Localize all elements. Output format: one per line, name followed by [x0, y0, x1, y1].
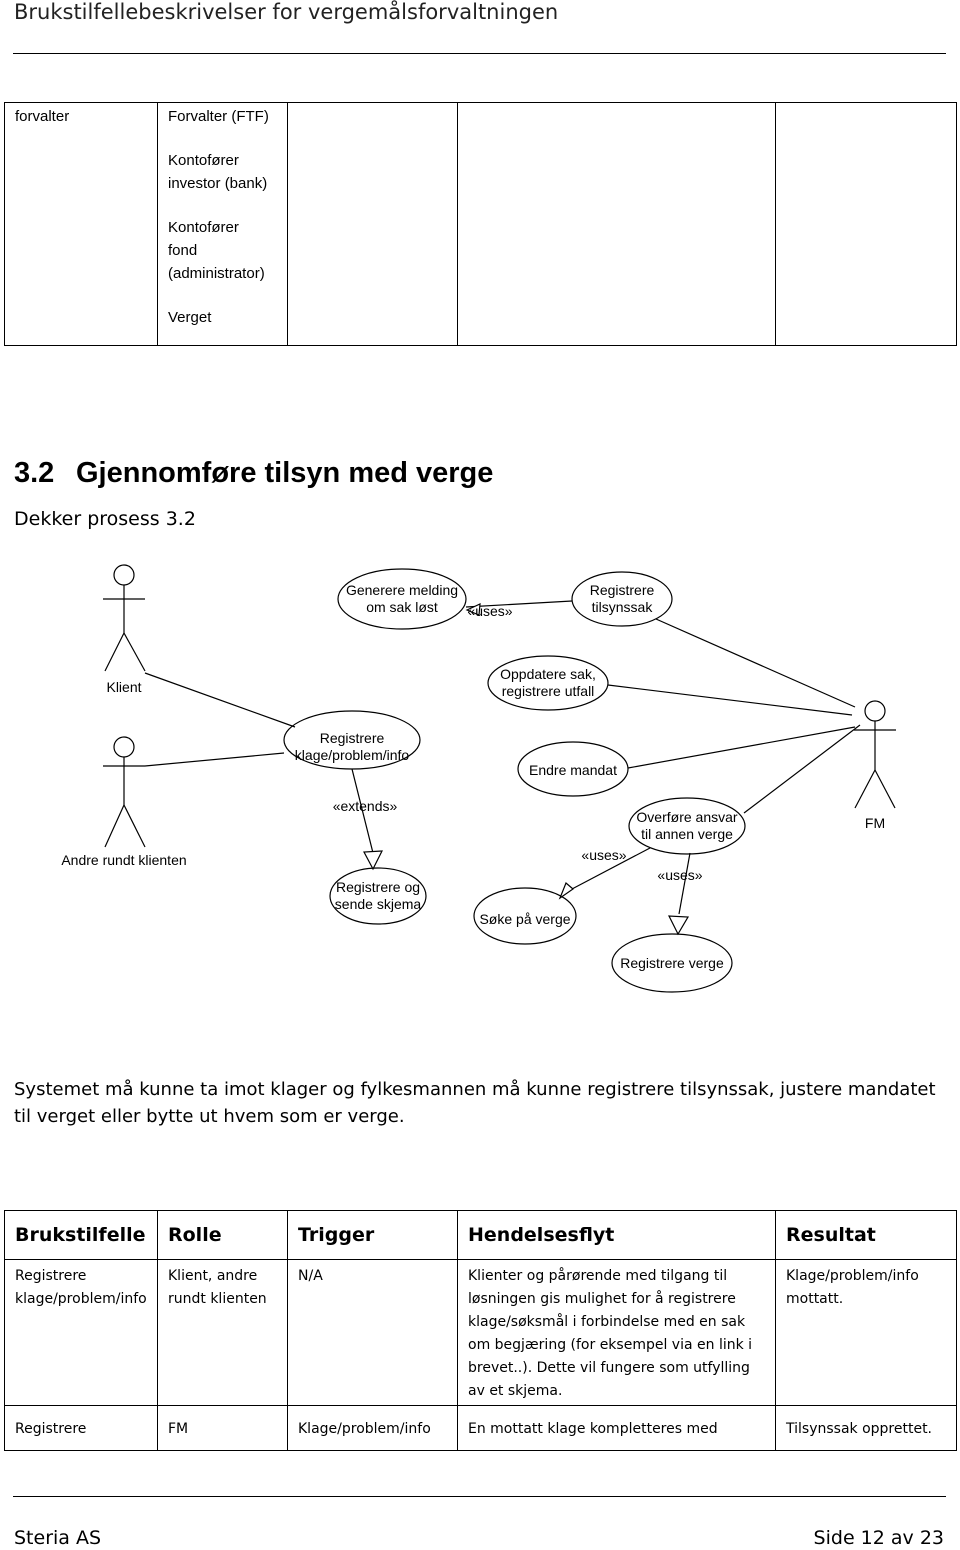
- usecase-skjema-line2: sende skjema: [335, 896, 422, 912]
- column-header: Resultat: [775, 1210, 957, 1260]
- body-paragraph: Systemet må kunne ta imot klager og fylk…: [14, 1079, 936, 1127]
- usecase-endre-ellipse: [517, 741, 629, 797]
- footer-divider: [13, 1496, 946, 1497]
- role-label: forvalter: [15, 108, 70, 125]
- table-cell: Tilsynssak opprettet.: [775, 1405, 957, 1451]
- table-cell: Klient, andre rundt klienten: [157, 1259, 288, 1406]
- table-cell: FM: [157, 1405, 288, 1451]
- actor-line: Kontofører: [168, 219, 239, 236]
- usecase-soke-label: Søke på verge: [479, 911, 570, 927]
- column-header: Trigger: [287, 1210, 458, 1260]
- section-number: 3.2: [14, 457, 55, 489]
- actor-andre-label: Andre rundt klienten: [61, 852, 186, 868]
- usecase-overfore-line2: til annen verge: [641, 826, 733, 842]
- actor-klient-figure: [103, 564, 146, 672]
- table-cell: Klienter og pårørende med tilgang til lø…: [457, 1259, 776, 1406]
- table-cell: Forvalter (FTF) Kontofører investor (ban…: [157, 102, 288, 346]
- table-cell: [287, 102, 458, 346]
- actor-fm-figure: [854, 700, 896, 809]
- stereotype-extends: «extends»: [333, 798, 398, 814]
- usecase-oppdatere-line2: registrere utfall: [502, 683, 595, 699]
- usecase-soke-ellipse: [473, 887, 577, 945]
- use-case-diagram: Klient Andre rundt klienten FM Generere …: [61, 564, 896, 993]
- table-cell: Registrere klage/problem/info: [4, 1259, 158, 1406]
- table-cell: En mottatt klage kompletteres med: [457, 1405, 776, 1451]
- usecase-klage-line2: klage/problem/info: [295, 747, 410, 763]
- usecase-regverge-label: Registrere verge: [620, 955, 724, 971]
- usecase-endre-label: Endre mandat: [529, 762, 617, 778]
- usecase-regverge-ellipse: [611, 933, 733, 993]
- usecase-generere-ellipse: [337, 568, 467, 630]
- section-heading: 3.2 Gjennomføre tilsyn med verge: [14, 457, 493, 490]
- table-cell: N/A: [287, 1259, 458, 1406]
- usecase-oppdatere-line1: Oppdatere sak,: [500, 666, 596, 682]
- usecase-overfore-line1: Overføre ansvar: [636, 809, 737, 825]
- table-cell: forvalter: [4, 102, 158, 346]
- column-header: Brukstilfelle: [4, 1210, 158, 1260]
- actor-line: Forvalter (FTF): [168, 108, 269, 125]
- usecase-tilsyn-line2: tilsynssak: [592, 599, 654, 615]
- table-row: Registrere klage/problem/info Klient, an…: [4, 1259, 957, 1406]
- header-divider: [13, 53, 946, 54]
- usecase-klage-line1: Registrere: [320, 730, 385, 746]
- table-cell: Registrere: [4, 1405, 158, 1451]
- column-header: Hendelsesflyt: [457, 1210, 776, 1260]
- actor-line: (administrator): [168, 265, 265, 282]
- actor-klient-label: Klient: [106, 679, 141, 695]
- usecase-skjema-ellipse: [329, 867, 427, 925]
- actor-andre-figure: [103, 736, 146, 848]
- usecase-generere-line1: Generere melding: [346, 582, 458, 598]
- actor-line: investor (bank): [168, 175, 268, 192]
- usecase-overfore-ellipse: [628, 797, 746, 855]
- table-cell: Klage/problem/info mottatt.: [775, 1259, 957, 1406]
- footer-page-number: Side 12 av 23: [813, 1527, 944, 1549]
- section-title: Gjennomføre tilsyn med verge: [76, 457, 494, 489]
- table-cell: [775, 102, 957, 346]
- footer-company: Steria AS: [14, 1527, 102, 1549]
- stereotype-uses-1: «uses»: [467, 603, 512, 619]
- column-header: Rolle: [157, 1210, 288, 1260]
- roles-table-continued: forvalter Forvalter (FTF) Kontofører inv…: [4, 102, 957, 346]
- table-cell: Klage/problem/info: [287, 1405, 458, 1451]
- actor-fm-label: FM: [865, 815, 885, 831]
- actor-line: Kontofører: [168, 152, 239, 169]
- actor-line: fond: [168, 242, 198, 259]
- use-case-table: Brukstilfelle Rolle Trigger Hendelsesfly…: [4, 1210, 957, 1451]
- usecase-skjema-line1: Registrere og: [336, 879, 420, 895]
- table-cell: [457, 102, 776, 346]
- table-row: Registrere FM Klage/problem/info En mott…: [4, 1405, 957, 1451]
- section-intro: Dekker prosess 3.2: [14, 508, 196, 530]
- usecase-oppdatere-ellipse: [487, 655, 609, 711]
- table-header-row: Brukstilfelle Rolle Trigger Hendelsesfly…: [4, 1210, 957, 1260]
- stereotype-uses-2: «uses»: [581, 847, 626, 863]
- usecase-tilsyn-line1: Registrere: [590, 582, 655, 598]
- actor-line: Verget: [168, 309, 212, 326]
- usecase-tilsyn-ellipse: [571, 571, 673, 627]
- stereotype-uses-3: «uses»: [657, 867, 702, 883]
- document-header-title: Brukstilfellebeskrivelser for vergemålsf…: [14, 0, 559, 24]
- table-row: forvalter Forvalter (FTF) Kontofører inv…: [4, 102, 957, 346]
- usecase-generere-line2: om sak løst: [366, 599, 438, 615]
